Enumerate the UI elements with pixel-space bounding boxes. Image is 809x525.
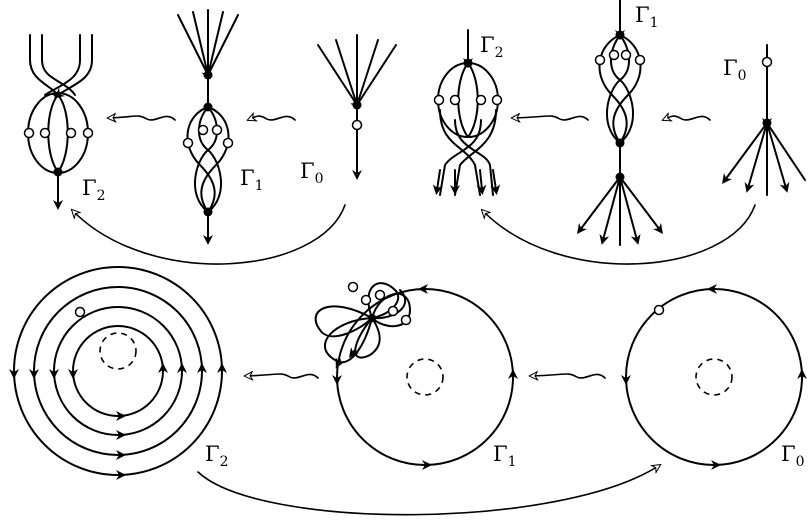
- curved-arrow: [72, 204, 346, 265]
- graph-gamma2-b: [432, 29, 503, 196]
- graph-gamma1-a: [177, 9, 239, 245]
- graph-gamma0-c: [621, 284, 807, 470]
- graph-gamma1-c: [314, 281, 518, 470]
- graph-gamma2-a: [23, 34, 94, 210]
- wavy-arrow: [108, 116, 176, 120]
- vertex-circle: [351, 119, 363, 131]
- label-gamma1: Γ1: [240, 166, 264, 194]
- wavy-arrow: [512, 116, 589, 120]
- panel-top-right: Γ0 Γ1 Γ2: [432, 0, 806, 265]
- curved-arrow: [482, 204, 756, 265]
- panel-bottom: Γ2 Γ1 Γ0: [9, 266, 807, 516]
- vertex-dot: [352, 100, 362, 110]
- wavy-arrow: [663, 116, 711, 120]
- panel-top-left: Γ0 Γ1 Γ2: [23, 9, 397, 265]
- graph-gamma0-b: [722, 44, 806, 196]
- label-gamma2: Γ2: [82, 176, 106, 204]
- label-gamma0: Γ0: [781, 442, 805, 470]
- wavy-arrow: [245, 374, 319, 378]
- graph-gamma2-c: [9, 266, 227, 480]
- wavy-arrow: [248, 116, 296, 120]
- label-gamma2: Γ2: [205, 442, 229, 470]
- label-gamma0: Γ0: [300, 159, 324, 187]
- curved-arrow: [197, 465, 660, 516]
- label-gamma0: Γ0: [723, 56, 747, 84]
- label-gamma1: Γ1: [635, 3, 659, 31]
- graph-gamma0-a: [317, 34, 397, 180]
- graph-gamma1-b: [576, 0, 664, 246]
- wavy-arrow: [530, 374, 606, 378]
- label-gamma1: Γ1: [493, 442, 517, 470]
- label-gamma2: Γ2: [480, 33, 504, 61]
